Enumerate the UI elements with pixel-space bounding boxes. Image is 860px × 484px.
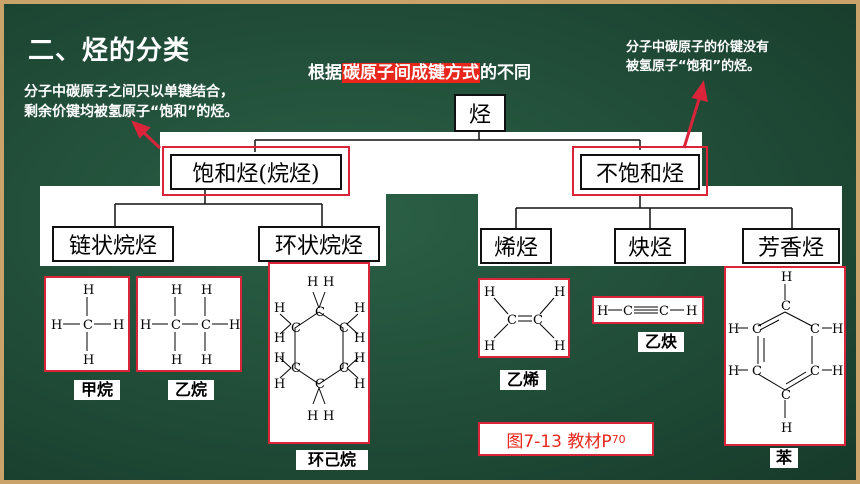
hydrogen-atom-symbol: H — [274, 351, 285, 366]
unsaturated-definition-note: 分子中碳原子的价键没有 被氢原子“饱和”的烃。 — [626, 38, 769, 76]
hydrogen-atom-symbol: H — [51, 318, 62, 333]
hydrogen-atom-symbol: H — [307, 275, 318, 290]
tree-aromatic: 芳香烃 — [742, 228, 840, 264]
ethane-label: 乙烷 — [168, 380, 214, 400]
criterion-suffix: 的不同 — [480, 63, 531, 83]
carbon-atom-symbol: C — [291, 321, 301, 336]
ethane-formula-diagram: H H C C H H H H — [140, 283, 240, 368]
classification-criterion: 根据碳原子间成键方式的不同 — [308, 58, 531, 83]
hydrogen-atom-symbol: H — [201, 353, 212, 368]
tree-chain-alkane: 链状烷烃 — [52, 226, 174, 262]
hydrogen-atom-symbol: H — [83, 353, 94, 368]
methane-structure: H C H H H — [44, 276, 130, 372]
carbon-atom-symbol: C — [315, 305, 325, 320]
hydrogen-atom-symbol: H — [554, 285, 565, 300]
hydrogen-atom-symbol: H — [484, 339, 495, 354]
carbon-atom-symbol: C — [291, 361, 301, 376]
carbon-atom-symbol: C — [339, 361, 349, 376]
hydrogen-atom-symbol: H — [323, 275, 334, 290]
figure-caption-text: 图7-13 教材P — [506, 431, 612, 452]
carbon-atom-symbol: C — [201, 318, 211, 333]
hydrogen-atom-symbol: H — [229, 318, 240, 333]
carbon-atom-symbol: C — [752, 364, 762, 379]
carbon-atom-symbol: C — [83, 318, 93, 333]
hydrogen-atom-symbol: H — [781, 421, 792, 436]
hydrogen-atom-symbol: H — [686, 304, 697, 319]
hydrogen-atom-symbol: H — [832, 322, 843, 337]
carbon-atom-symbol: C — [507, 313, 517, 328]
hydrogen-atom-symbol: H — [274, 301, 285, 316]
benzene-label: 苯 — [770, 448, 798, 468]
hydrogen-atom-symbol: H — [307, 409, 318, 424]
cyclohexane-label: 环己烷 — [296, 450, 368, 470]
hydrogen-atom-symbol: H — [274, 331, 285, 346]
hydrogen-atom-symbol: H — [728, 364, 739, 379]
carbon-atom-symbol: C — [623, 304, 633, 319]
ethylene-label: 乙烯 — [500, 370, 546, 390]
carbon-atom-symbol: C — [781, 299, 791, 314]
hydrogen-atom-symbol: H — [83, 283, 94, 298]
hydrogen-atom-symbol: H — [354, 351, 365, 366]
carbon-atom-symbol: C — [752, 322, 762, 337]
unsaturated-note-line-2: 被氢原子“饱和”的烃。 — [626, 59, 761, 74]
hydrogen-atom-symbol: H — [832, 364, 843, 379]
hydrogen-atom-symbol: H — [354, 377, 365, 392]
carbon-atom-symbol: C — [659, 304, 669, 319]
hydrogen-atom-symbol: H — [354, 301, 365, 316]
carbon-atom-symbol: C — [810, 322, 820, 337]
saturated-definition-note: 分子中碳原子之间只以单键结合， 剩余价键均被氢原子“饱和”的烃。 — [24, 82, 238, 122]
saturated-note-line-2: 剩余价键均被氢原子“饱和”的烃。 — [24, 104, 239, 120]
tree-cyclic-alkane: 环状烷烃 — [258, 226, 380, 262]
hydrogen-atom-symbol: H — [171, 353, 182, 368]
hydrogen-atom-symbol: H — [484, 285, 495, 300]
hydrogen-atom-symbol: H — [781, 270, 792, 285]
ethane-structure: H H C C H H H H — [136, 276, 242, 372]
tree-saturated-hydrocarbon: 饱和烃(烷烃) — [170, 154, 342, 190]
carbon-atom-symbol: C — [171, 318, 181, 333]
tree-alkene: 烯烃 — [480, 228, 552, 264]
hydrogen-atom-symbol: H — [171, 283, 182, 298]
hydrogen-atom-symbol: H — [140, 318, 151, 333]
tree-unsaturated-hydrocarbon: 不饱和烃 — [580, 154, 700, 190]
hydrogen-atom-symbol: H — [201, 283, 212, 298]
carbon-atom-symbol: C — [781, 388, 791, 403]
saturated-highlight-frame — [162, 146, 350, 196]
hydrogen-atom-symbol: H — [274, 377, 285, 392]
criterion-highlight: 碳原子间成键方式 — [342, 63, 480, 83]
unsaturated-note-line-1: 分子中碳原子的价键没有 — [626, 40, 770, 55]
hydrogen-atom-symbol: H — [597, 304, 608, 319]
unsaturated-highlight-frame — [572, 146, 708, 196]
carbon-atom-symbol: C — [339, 321, 349, 336]
carbon-atom-symbol: C — [533, 313, 543, 328]
hydrogen-atom-symbol: H — [554, 339, 565, 354]
methane-label: 甲烷 — [74, 380, 120, 400]
hydrogen-atom-symbol: H — [323, 409, 334, 424]
saturated-note-line-1: 分子中碳原子之间只以单键结合， — [24, 84, 234, 100]
methane-formula-diagram: H C H H H — [51, 283, 124, 368]
acetylene-label: 乙炔 — [638, 332, 684, 352]
hydrogen-atom-symbol: H — [113, 318, 124, 333]
hydrogen-atom-symbol: H — [728, 322, 739, 337]
criterion-prefix: 根据 — [308, 63, 342, 83]
tree-alkyne: 炔烃 — [614, 228, 686, 264]
carbon-atom-symbol: C — [810, 364, 820, 379]
carbon-atom-symbol: C — [315, 377, 325, 392]
hydrogen-atom-symbol: H — [354, 331, 365, 346]
tree-root-hydrocarbon: 烃 — [454, 94, 506, 132]
figure-caption-page: 70 — [611, 432, 626, 446]
page-title: 二、烃的分类 — [28, 36, 191, 66]
